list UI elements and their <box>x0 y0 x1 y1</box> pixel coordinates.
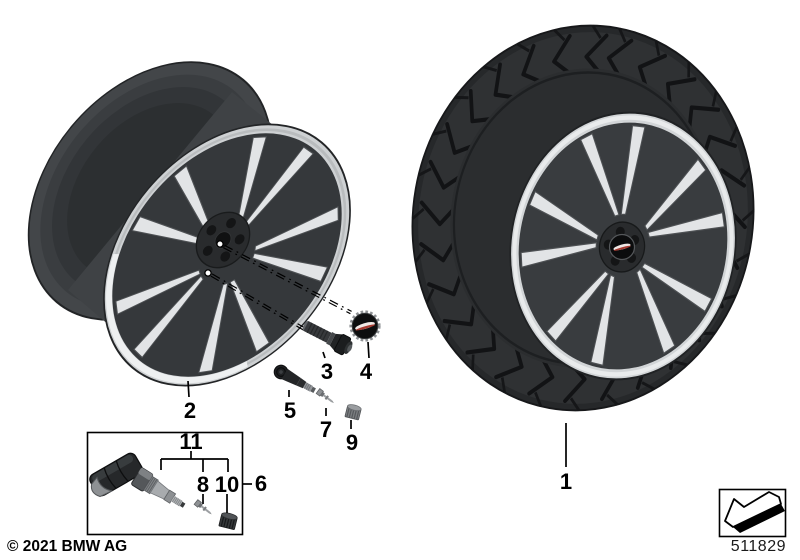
valve-cap-illustration <box>344 404 362 421</box>
tpms-sensor-illustration <box>89 452 144 498</box>
part-label-3[interactable]: 3 <box>320 359 334 384</box>
part-label-9[interactable]: 9 <box>345 430 359 455</box>
leader-pin-lines <box>204 240 352 332</box>
part-label-2[interactable]: 2 <box>183 398 197 423</box>
hub-cap-logo <box>608 233 636 261</box>
metal-valve-illustration <box>131 467 186 508</box>
kit-valve-cap-illustration <box>218 512 238 530</box>
kit-valve-core-illustration <box>193 499 212 515</box>
direction-arrow-icon <box>718 488 787 538</box>
wheel-with-tire-illustration <box>411 24 755 412</box>
part-label-1[interactable]: 1 <box>559 469 573 494</box>
hub-cap-illustration <box>349 310 381 342</box>
part-label-6[interactable]: 6 <box>254 471 268 496</box>
callout-leader-lines <box>160 341 567 513</box>
valve-core-illustration <box>315 388 334 404</box>
alloy-wheel-illustration <box>27 61 351 387</box>
rubber-valve-illustration <box>273 364 316 393</box>
diagram-number: 511829 <box>730 538 786 555</box>
part-label-4[interactable]: 4 <box>359 359 373 384</box>
part-label-8[interactable]: 8 <box>196 472 210 497</box>
part-label-7[interactable]: 7 <box>319 417 333 442</box>
part-label-11[interactable]: 11 <box>179 429 203 454</box>
part-label-5[interactable]: 5 <box>283 398 297 423</box>
part-label-10[interactable]: 10 <box>214 472 240 497</box>
wheel-bolt-illustration <box>302 320 353 356</box>
copyright-text: © 2021 BMW AG <box>7 538 128 555</box>
